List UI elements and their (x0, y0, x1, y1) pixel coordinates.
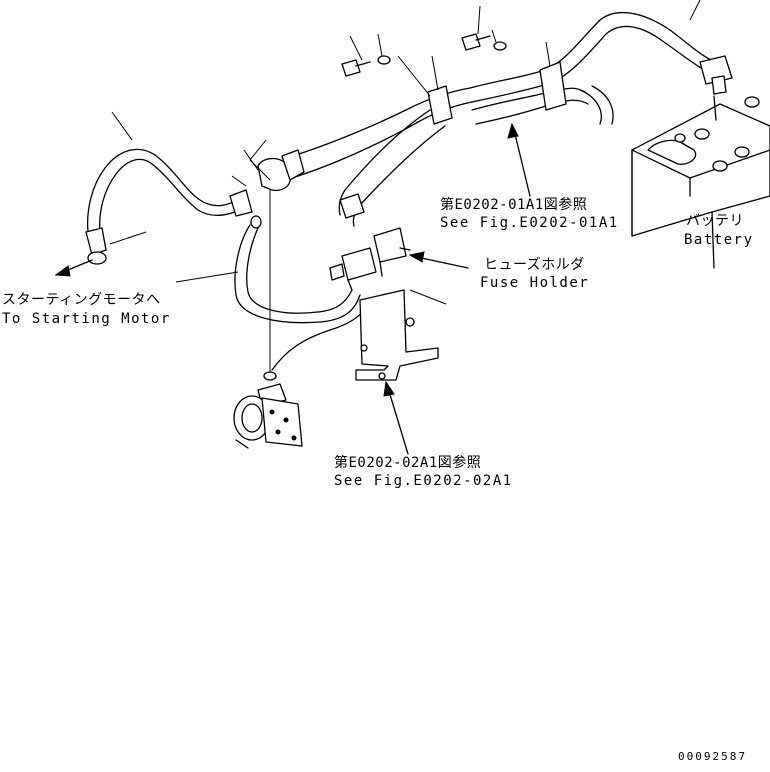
battery-drawing (631, 95, 770, 269)
battery-label-en: Battery (684, 232, 754, 248)
starting-motor-label-en: To Starting Motor (2, 311, 171, 327)
fuse-holder-assembly (234, 215, 439, 381)
arrow-fig-02-icon (387, 387, 409, 455)
main-harness (85, 11, 733, 265)
arrow-fig-01-icon (513, 129, 531, 197)
fuse-holder-label-jp: ヒューズホルダ (484, 257, 585, 273)
leader-lines (109, 0, 701, 380)
fig-02-label-jp: 第E0202-02A1図参照 (334, 455, 482, 471)
starting-motor-label-jp: スターティングモータへ (2, 292, 161, 308)
drawing-number: 00092587 (678, 750, 747, 763)
fig-01-label-jp: 第E0202-01A1図参照 (440, 197, 588, 213)
battery-label-jp: バッテリ (686, 213, 744, 229)
hardware (341, 33, 507, 77)
fig-01-label-en: See Fig.E0202-01A1 (440, 215, 619, 231)
fig-02-label-en: See Fig.E0202-02A1 (334, 473, 513, 489)
fuse-holder-label-en: Fuse Holder (480, 275, 590, 291)
starter-solenoid (233, 371, 303, 449)
